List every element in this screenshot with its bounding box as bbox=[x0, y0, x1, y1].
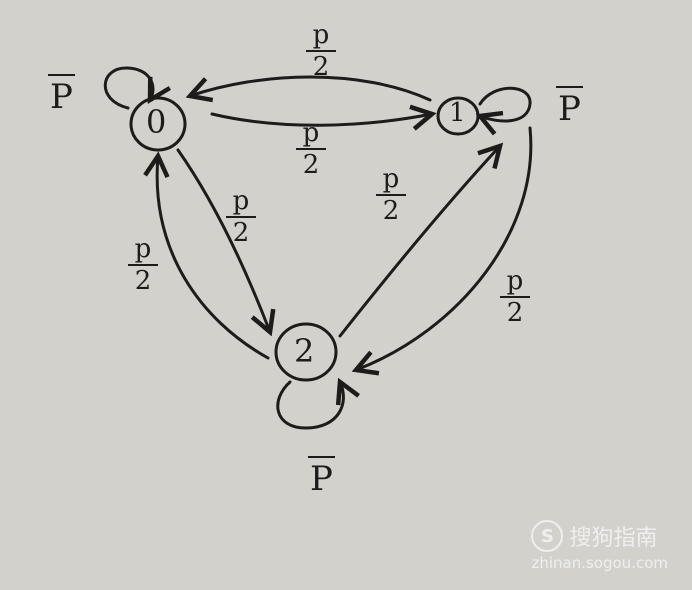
self-loop-2 bbox=[276, 382, 344, 430]
watermark-brand: 搜狗指南 bbox=[569, 526, 658, 551]
self-loop-label-0: P bbox=[48, 74, 75, 117]
label-denominator: 2 bbox=[302, 150, 320, 180]
edge-0-to-2 bbox=[176, 148, 270, 332]
watermark: S 搜狗指南 zhinan.sogou.com bbox=[531, 520, 668, 572]
edge-1-to-2 bbox=[356, 126, 533, 370]
watermark-url: zhinan.sogou.com bbox=[531, 554, 668, 572]
fraction-bar bbox=[226, 216, 256, 218]
label-numerator: p bbox=[312, 20, 330, 50]
fraction-bar bbox=[296, 148, 326, 150]
label-edge-2-to-0: p 2 bbox=[128, 236, 158, 294]
label-edge-1-to-0: p 2 bbox=[306, 22, 336, 80]
edge-1-to-0 bbox=[190, 75, 432, 100]
label-numerator: p bbox=[382, 164, 400, 194]
label-denominator: 2 bbox=[382, 196, 400, 226]
node-2-circle bbox=[274, 322, 338, 382]
edge-2-to-1 bbox=[338, 146, 500, 338]
self-loop-0 bbox=[103, 66, 153, 110]
fraction-bar bbox=[500, 296, 530, 298]
label-denominator: 2 bbox=[134, 266, 152, 296]
node-1-label: 1 bbox=[449, 98, 466, 128]
label-edge-1-to-2: p 2 bbox=[500, 268, 530, 326]
self-loop-label-1: P bbox=[556, 86, 583, 129]
edge-2-to-0 bbox=[157, 156, 270, 360]
label-edge-0-to-2: p 2 bbox=[226, 188, 256, 246]
label-denominator: 2 bbox=[232, 218, 250, 248]
label-denominator: 2 bbox=[312, 52, 330, 82]
label-numerator: p bbox=[134, 234, 152, 264]
sogou-logo-icon: S bbox=[531, 520, 564, 552]
node-0-label: 0 bbox=[146, 103, 167, 141]
edge-0-to-1 bbox=[210, 114, 432, 125]
self-loop-label-2: P bbox=[308, 456, 335, 499]
label-numerator: p bbox=[506, 266, 524, 296]
fraction-bar bbox=[376, 194, 406, 196]
label-denominator: 2 bbox=[506, 298, 524, 328]
fraction-bar bbox=[128, 264, 158, 266]
label-edge-0-to-1: p 2 bbox=[296, 120, 326, 178]
label-numerator: p bbox=[302, 118, 320, 148]
node-2-label: 2 bbox=[294, 332, 315, 370]
label-edge-2-to-1: p 2 bbox=[376, 166, 406, 224]
fraction-bar bbox=[306, 50, 336, 52]
self-loop-1 bbox=[480, 86, 532, 121]
label-numerator: p bbox=[232, 186, 250, 216]
